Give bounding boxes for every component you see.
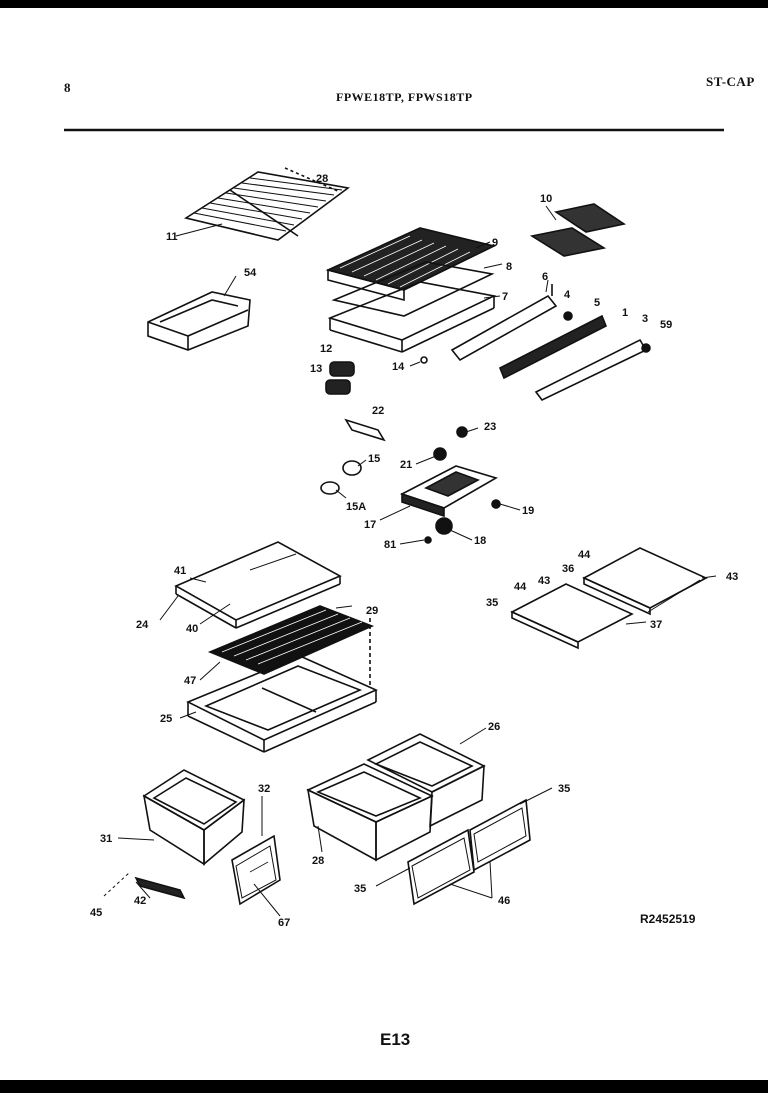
part-9-8-7-freezer-shelf bbox=[325, 227, 497, 353]
callout-28: 28 bbox=[316, 173, 328, 185]
part-11-wire-shelf bbox=[183, 167, 350, 241]
callout-26: 26 bbox=[488, 721, 500, 733]
diagram-code: R2452519 bbox=[640, 912, 696, 926]
part-10-ice-trays bbox=[529, 203, 627, 257]
part-22-link bbox=[344, 418, 386, 442]
callout-43: 43 bbox=[538, 575, 550, 587]
callout-35: 35 bbox=[486, 597, 498, 609]
callout-6: 6 bbox=[542, 271, 548, 283]
callout-19: 19 bbox=[522, 505, 534, 517]
part-47-crisper-cover bbox=[207, 605, 375, 675]
callout-12: 12 bbox=[320, 343, 332, 355]
callout-35: 35 bbox=[354, 883, 366, 895]
callout-29: 29 bbox=[366, 605, 378, 617]
callout-15: 15 bbox=[368, 453, 380, 465]
callout-15a: 15A bbox=[346, 501, 366, 513]
model-numbers: FPWE18TP, FPWS18TP bbox=[336, 90, 473, 104]
part-54-storage-pan bbox=[147, 291, 251, 351]
callout-18: 18 bbox=[474, 535, 486, 547]
callout-46: 46 bbox=[498, 895, 510, 907]
part-6-5-1-rails bbox=[420, 284, 651, 402]
paper bbox=[0, 8, 768, 1080]
callout-43: 43 bbox=[726, 571, 738, 583]
callout-23: 23 bbox=[484, 421, 496, 433]
callout-44: 44 bbox=[514, 581, 527, 593]
callout-54: 54 bbox=[244, 267, 257, 279]
leader-lines bbox=[103, 205, 717, 917]
part-31-small-pan bbox=[142, 769, 246, 866]
callout-81: 81 bbox=[384, 539, 396, 551]
callout-7: 7 bbox=[502, 291, 508, 303]
callout-1: 1 bbox=[622, 307, 628, 319]
page-number: 8 bbox=[64, 80, 71, 95]
callout-9: 9 bbox=[492, 237, 498, 249]
part-12-13-cams bbox=[325, 361, 355, 395]
callout-21: 21 bbox=[400, 459, 412, 471]
callout-44: 44 bbox=[578, 549, 591, 561]
callout-47: 47 bbox=[184, 675, 196, 687]
parts-drawing bbox=[134, 167, 708, 906]
part-42-rail bbox=[134, 876, 186, 900]
callout-5: 5 bbox=[594, 297, 600, 309]
callout-42: 42 bbox=[134, 895, 146, 907]
callout-labels: 11 28 54 9 8 7 10 6 4 5 1 3 59 12 13 14 … bbox=[90, 173, 738, 929]
part-41-glass-shelf bbox=[174, 541, 342, 629]
callout-59: 59 bbox=[660, 319, 672, 331]
callout-36: 36 bbox=[562, 563, 574, 575]
callout-45: 45 bbox=[90, 907, 102, 919]
callout-25: 25 bbox=[160, 713, 172, 725]
callout-41: 41 bbox=[174, 565, 186, 577]
callout-37: 37 bbox=[650, 619, 662, 631]
part-26-crisper-drawers bbox=[306, 733, 486, 862]
callout-67: 67 bbox=[278, 917, 290, 929]
part-35-46-door-bins bbox=[407, 798, 531, 906]
callout-11: 11 bbox=[166, 231, 178, 243]
callout-10: 10 bbox=[540, 193, 552, 205]
callout-22: 22 bbox=[372, 405, 384, 417]
part-43-44-glass-shelves bbox=[510, 547, 708, 650]
callout-13: 13 bbox=[310, 363, 322, 375]
callout-31: 31 bbox=[100, 833, 112, 845]
callout-8: 8 bbox=[506, 261, 512, 273]
callout-14: 14 bbox=[392, 361, 405, 373]
callout-28: 28 bbox=[312, 855, 324, 867]
part-25-crisper-frame bbox=[186, 618, 378, 753]
part-17-control-housing bbox=[320, 426, 501, 544]
callout-32: 32 bbox=[258, 783, 270, 795]
callout-24: 24 bbox=[136, 619, 149, 631]
callout-35: 35 bbox=[558, 783, 570, 795]
callout-4: 4 bbox=[564, 289, 571, 301]
callout-3: 3 bbox=[642, 313, 648, 325]
sheet-code: ST-CAP bbox=[706, 74, 755, 89]
part-32-door-bin bbox=[231, 834, 281, 906]
page-label: E13 bbox=[380, 1030, 411, 1049]
callout-40: 40 bbox=[186, 623, 198, 635]
callout-17: 17 bbox=[364, 519, 376, 531]
